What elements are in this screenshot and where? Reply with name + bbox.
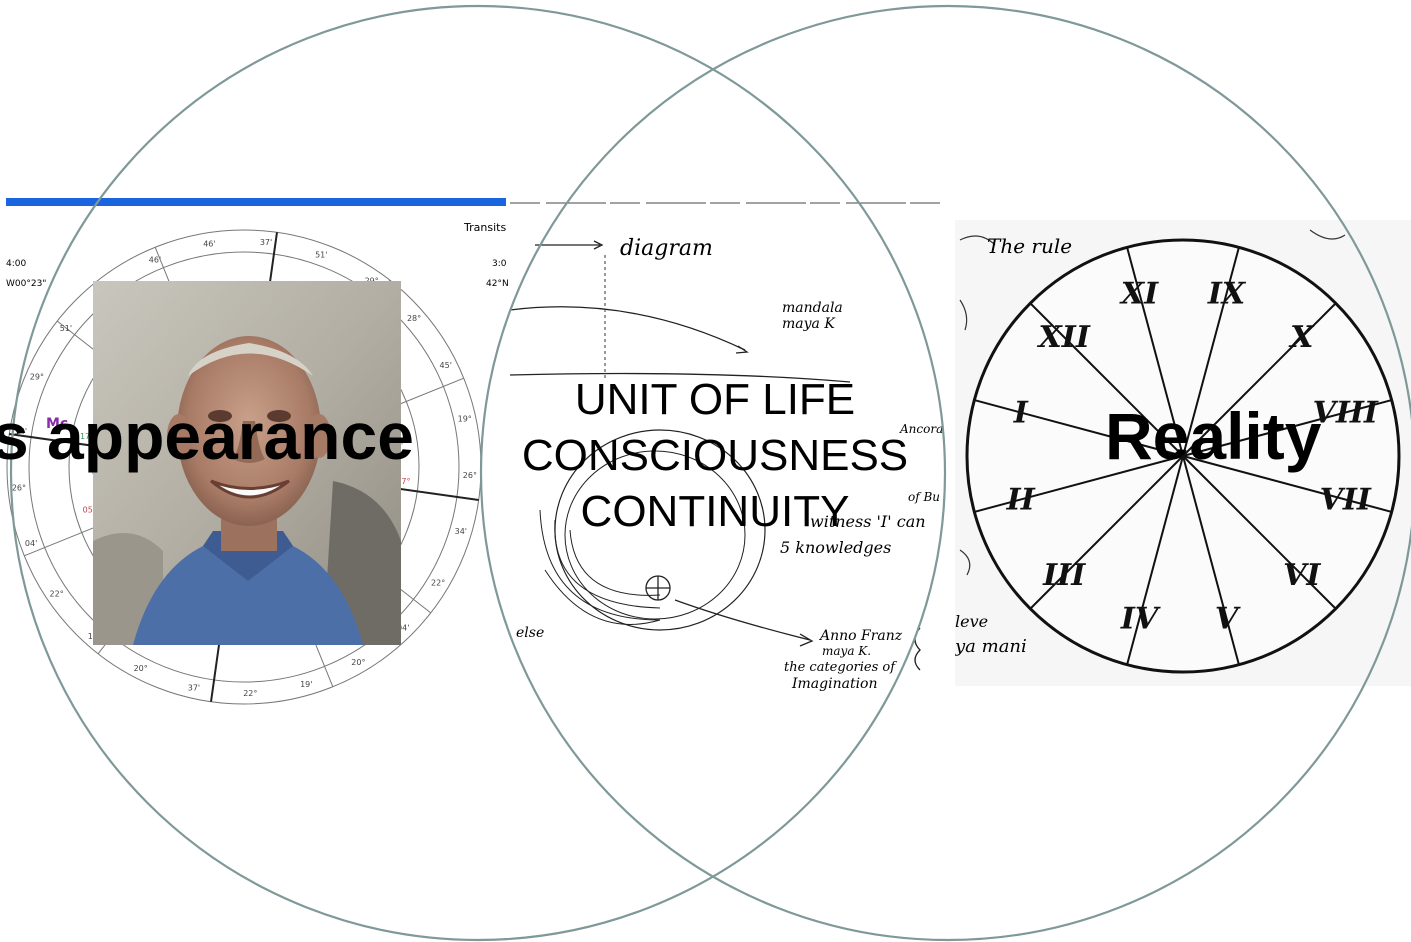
reality-label: Reality xyxy=(1105,403,1321,469)
center-line-3: CONTINUITY xyxy=(505,484,925,540)
center-line-1: UNIT OF LIFE xyxy=(505,372,925,428)
appearance-label: s appearance xyxy=(0,403,414,469)
center-line-2: CONSCIOUSNESS xyxy=(505,428,925,484)
center-statement: UNIT OF LIFE CONSCIOUSNESS CONTINUITY xyxy=(505,372,925,540)
